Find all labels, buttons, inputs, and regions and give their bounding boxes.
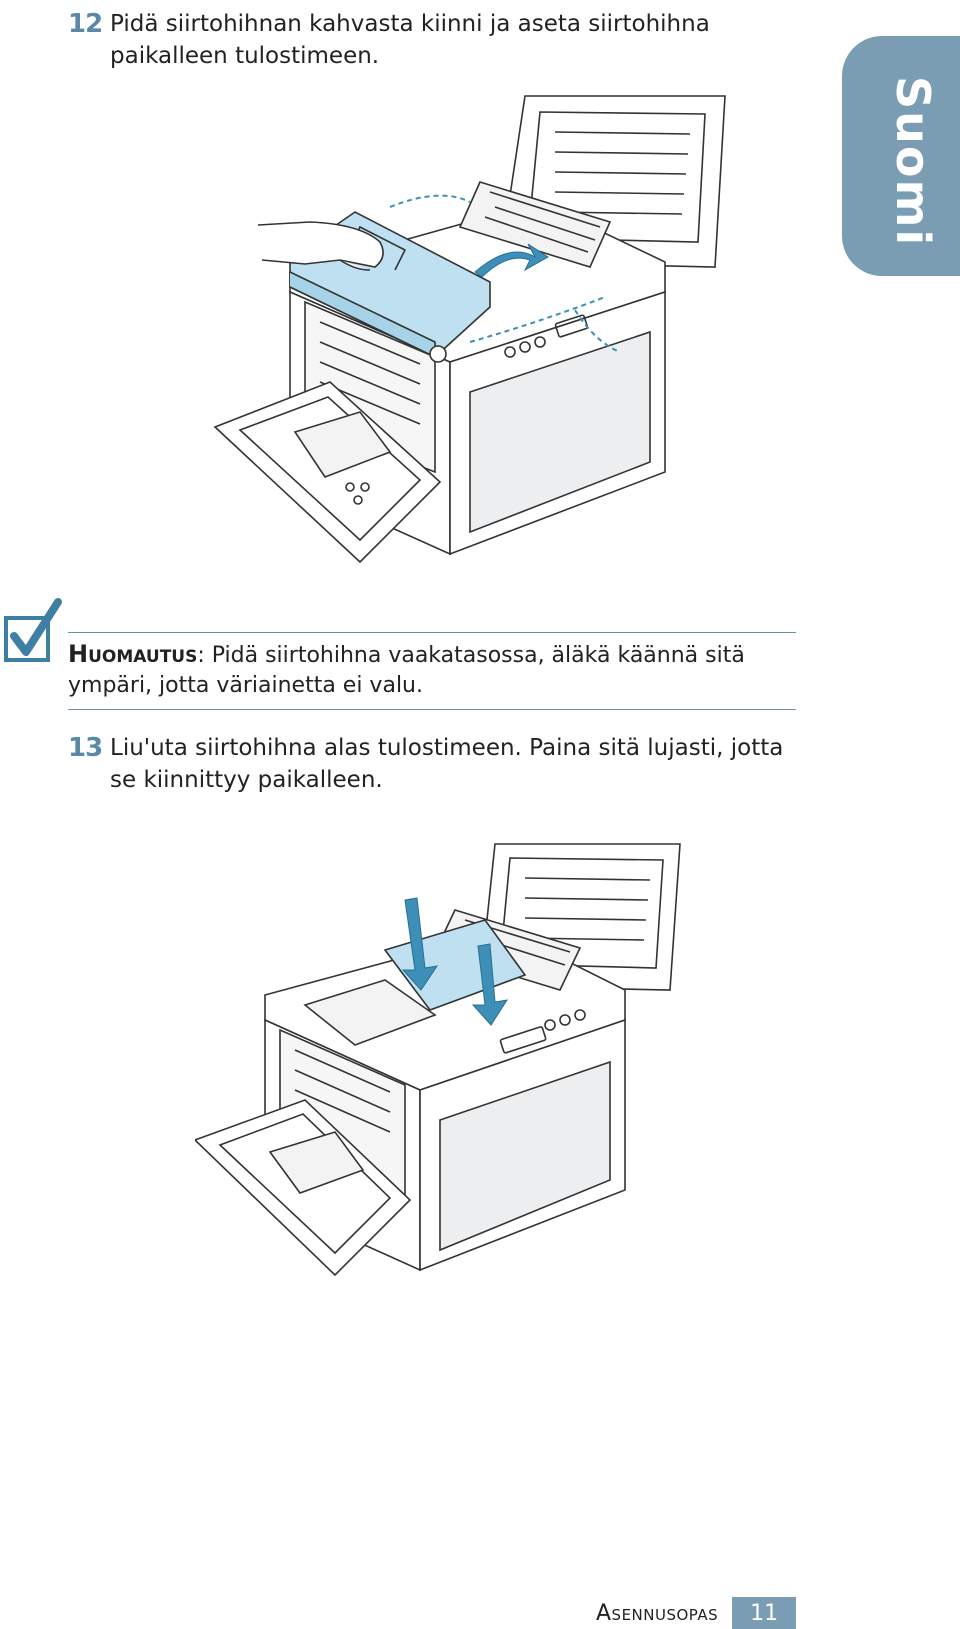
note-text-line1: : Pidä siirtohihna vaakatasossa, äläkä k… (197, 643, 745, 668)
footer-section-title: Asennusopas (596, 1600, 719, 1626)
step-text-line: Pidä siirtohihnan kahvasta kiinni ja ase… (110, 11, 710, 37)
step-12: 12 Pidä siirtohihnan kahvasta kiinni ja … (68, 8, 710, 72)
step-text-line: paikalleen tulostimeen. (110, 43, 380, 69)
step-number: 13 (68, 733, 103, 763)
printer-illustration-insert-belt (213, 95, 726, 564)
step-text-line: se kiinnittyy paikalleen. (110, 767, 383, 793)
step-13: 13 Liu'uta siirtohihna alas tulostimeen.… (68, 732, 783, 796)
step-number: 12 (68, 9, 103, 39)
note-box: Huomautus: Pidä siirtohihna vaakatasossa… (68, 632, 796, 710)
note-label: Huomautus (68, 640, 198, 668)
language-tab[interactable]: Suomi (842, 36, 960, 276)
printer-illustration-press-belt (195, 843, 681, 1277)
step-text-line: Liu'uta siirtohihna alas tulostimeen. Pa… (110, 735, 784, 761)
page-number: 11 (750, 1600, 779, 1626)
step-text: Liu'uta siirtohihna alas tulostimeen. Pa… (110, 732, 783, 796)
note-text: Huomautus: Pidä siirtohihna vaakatasossa… (68, 639, 796, 671)
note-text-line2: ympäri, jotta väriainetta ei valu. (68, 673, 423, 698)
page-footer: Asennusopas 11 (596, 1597, 797, 1629)
step-text: Pidä siirtohihnan kahvasta kiinni ja ase… (110, 8, 710, 72)
language-tab-label: Suomi (886, 76, 940, 248)
checkmark-icon (4, 598, 62, 662)
page-number-badge: 11 (732, 1597, 797, 1629)
